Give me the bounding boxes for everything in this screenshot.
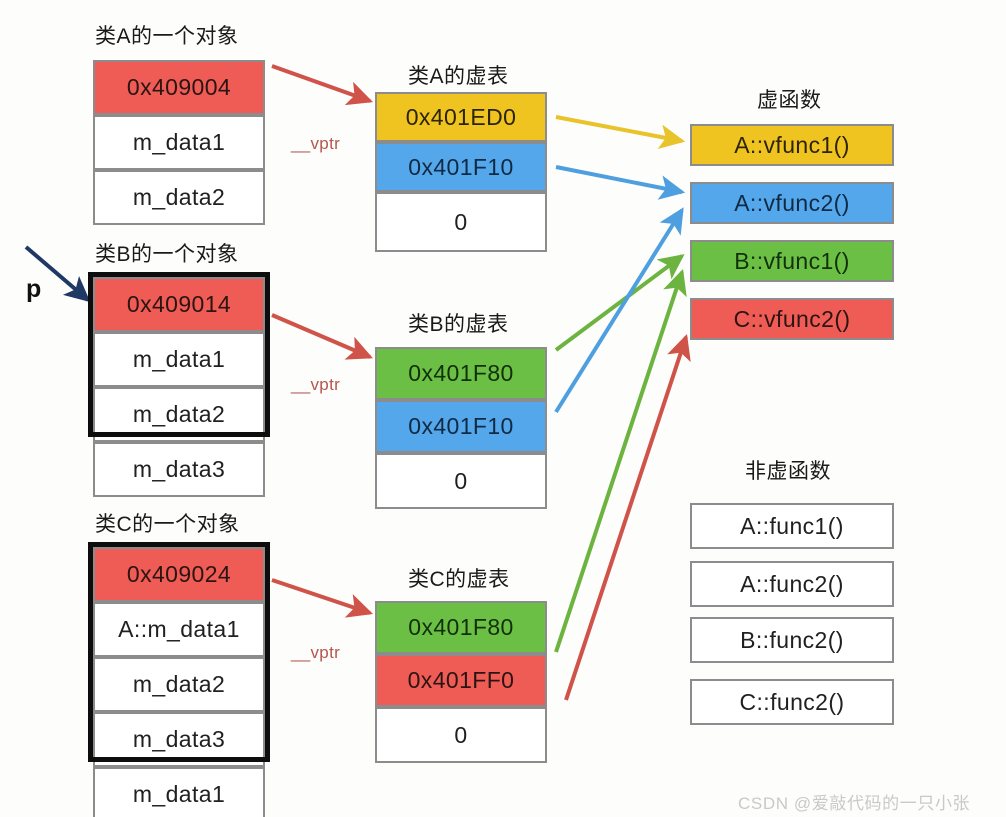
vtable-b-slot-0[interactable]: 0x401F80 [375,347,547,400]
object-a-caption: 类A的一个对象 [95,25,239,48]
pointer-p-label: p [26,275,42,303]
arrow-vtableC-slot1-to-Cvfunc2 [564,333,691,701]
arrow-vtableA-slot0-to-Avfunc1 [555,115,686,149]
object-c-cell-vptr[interactable]: 0x409024 [93,547,265,602]
vptr-label-a: __vptr [291,134,341,153]
vtable-c-slot-2[interactable]: 0 [375,707,547,763]
arrow-vtableA-slot1-to-Avfunc2 [555,165,686,200]
object-c-cell-a-mdata1[interactable]: A::m_data1 [93,602,265,657]
virtual-function-c-vfunc2[interactable]: C::vfunc2() [690,298,894,340]
vtable-b-caption: 类B的虚表 [408,313,509,336]
object-c-caption: 类C的一个对象 [95,513,240,536]
vtable-a-slot-0[interactable]: 0x401ED0 [375,92,547,142]
vtable-b-slot-2[interactable]: 0 [375,453,547,509]
object-c-cell-mdata1[interactable]: m_data1 [93,767,265,817]
object-c-cell-mdata2[interactable]: m_data2 [93,657,265,712]
arrow-objC-vptr-to-vtableC [271,578,374,618]
object-b-cell-mdata3[interactable]: m_data3 [93,442,265,497]
arrow-objA-vptr-to-vtableA [271,64,374,106]
object-b-cell-vptr[interactable]: 0x409014 [93,277,265,332]
vptr-label-b: __vptr [291,375,341,394]
virtual-function-b-vfunc1[interactable]: B::vfunc1() [690,240,894,282]
vtable-a-caption: 类A的虚表 [408,65,509,88]
object-b-cell-mdata1[interactable]: m_data1 [93,332,265,387]
non-virtual-function-b-func2[interactable]: B::func2() [690,617,894,663]
arrow-objB-vptr-to-vtableB [271,313,373,360]
vtable-a-slot-2[interactable]: 0 [375,192,547,252]
vtable-a-slot-1[interactable]: 0x401F10 [375,142,547,192]
non-virtual-function-c-func2[interactable]: C::func2() [690,679,894,725]
object-a-cell-vptr[interactable]: 0x409004 [93,60,265,115]
non-virtual-functions-caption: 非虚函数 [745,460,831,483]
object-b-cell-mdata2[interactable]: m_data2 [93,387,265,442]
csdn-watermark: CSDN @爱敲代码的一只小张 [738,794,971,813]
vptr-label-c: __vptr [291,643,341,662]
object-a-cell-mdata2[interactable]: m_data2 [93,170,265,225]
vtable-b-slot-1[interactable]: 0x401F10 [375,400,547,453]
object-c-cell-mdata3[interactable]: m_data3 [93,712,265,767]
object-a-cell-mdata1[interactable]: m_data1 [93,115,265,170]
vtable-c-caption: 类C的虚表 [408,568,510,591]
object-b-caption: 类B的一个对象 [95,243,239,266]
virtual-function-a-vfunc1[interactable]: A::vfunc1() [690,124,894,166]
vtable-c-slot-1[interactable]: 0x401FF0 [375,654,547,707]
arrow-vtableB-slot0-to-Bvfunc1 [554,254,685,352]
vtable-c-slot-0[interactable]: 0x401F80 [375,601,547,654]
virtual-functions-caption: 虚函数 [757,89,822,112]
arrow-vtableC-slot0-to-Bvfunc1 [554,268,687,653]
non-virtual-function-a-func1[interactable]: A::func1() [690,503,894,549]
non-virtual-function-a-func2[interactable]: A::func2() [690,561,894,607]
virtual-function-a-vfunc2[interactable]: A::vfunc2() [690,182,894,224]
arrow-vtableB-slot1-to-Avfunc2 [554,207,684,414]
